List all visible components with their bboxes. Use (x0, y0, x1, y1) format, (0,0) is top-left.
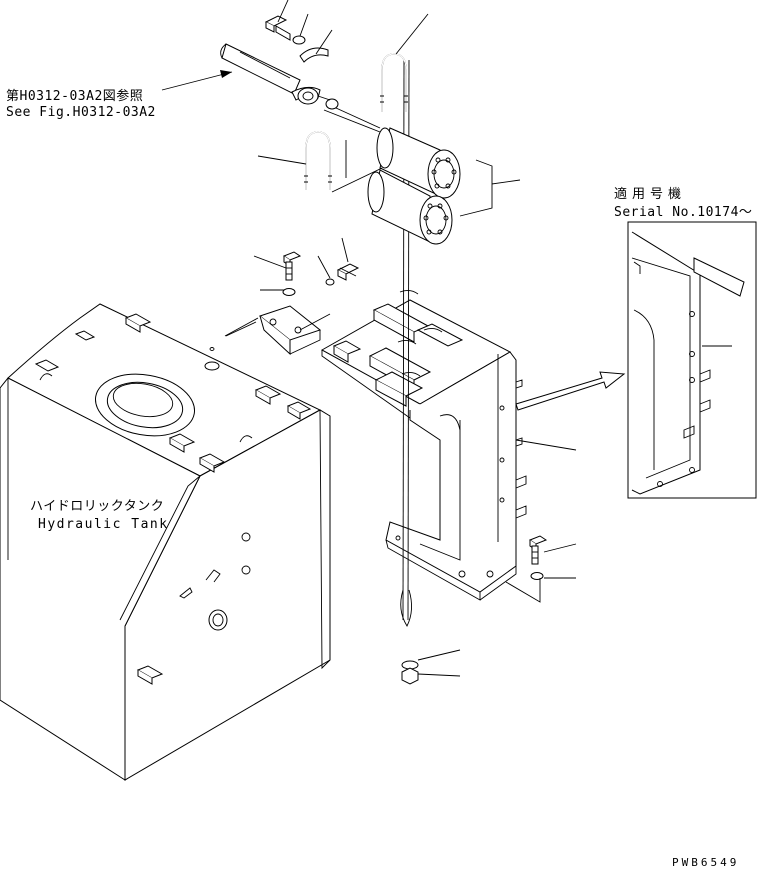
hydraulic-filters (331, 127, 461, 245)
small-bracket (258, 305, 322, 356)
hydraulic-tank (0, 303, 331, 781)
serial-detail-inset (627, 221, 757, 499)
u-bolts (304, 53, 408, 190)
leader-lines (225, 0, 732, 677)
hose-and-clamps (220, 43, 381, 133)
drawing-code: PWB6549 (672, 856, 739, 869)
reference-arrow (161, 70, 233, 91)
reference-label-en: See Fig.H0312-03A2 (6, 105, 156, 120)
fasteners (264, 15, 548, 685)
serial-label-en: Serial No.10174〜 (614, 205, 752, 220)
filter-mount-bracket (320, 59, 527, 627)
serial-label-jp: 適用号機 (614, 186, 686, 202)
tank-label-en: Hydraulic Tank (38, 517, 169, 532)
tank-label-jp: ハイドロリックタンク (30, 499, 164, 514)
reference-label-jp: 第H0312-03A2図参照 (6, 88, 143, 104)
detail-arrow (515, 371, 626, 411)
